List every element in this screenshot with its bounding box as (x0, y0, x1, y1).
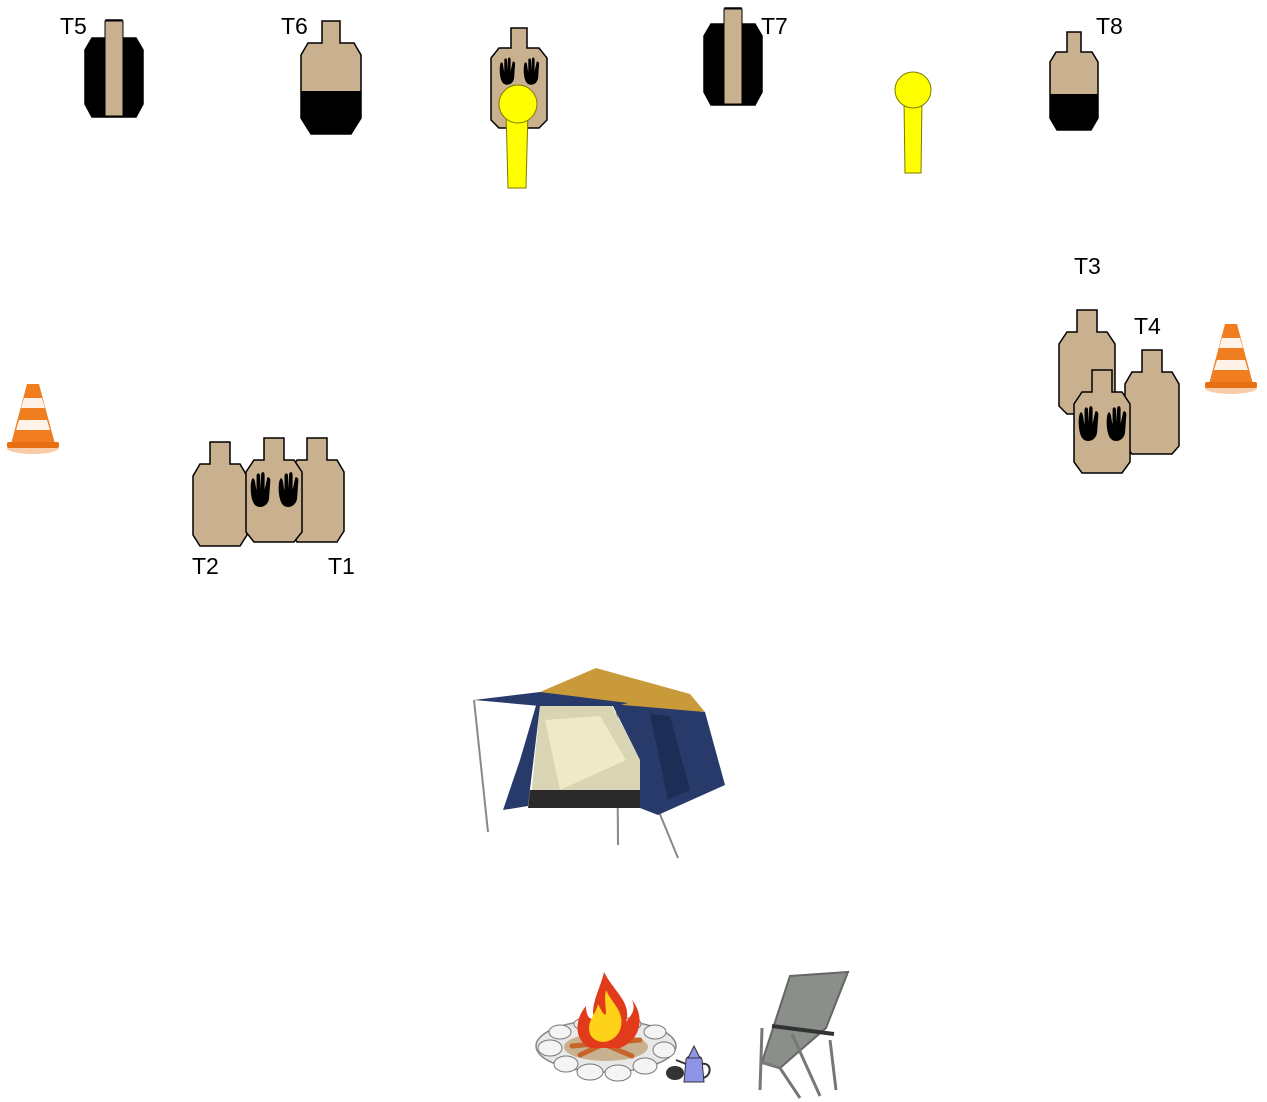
label-t5: T5 (60, 13, 87, 39)
target-t8 (1049, 31, 1099, 131)
target-t4 (1124, 349, 1180, 455)
label-t3: T3 (1074, 253, 1101, 279)
traffic-cone-right (1205, 324, 1257, 394)
target-t6 (300, 20, 362, 135)
steel-popper-2 (894, 71, 932, 174)
lawn-chair-image (758, 970, 850, 1099)
label-t4: T4 (1134, 313, 1161, 339)
no-shoot-target-right (1073, 369, 1131, 474)
target-t1 (289, 437, 345, 543)
coffee-pot-image (666, 1044, 711, 1083)
label-t6: T6 (281, 13, 308, 39)
campfire-image (535, 972, 677, 1082)
no-shoot-target-left (245, 437, 303, 543)
label-t8: T8 (1096, 13, 1123, 39)
tent-image (473, 668, 725, 859)
traffic-cone-left (7, 384, 59, 454)
label-t7: T7 (761, 13, 788, 39)
label-t1: T1 (328, 553, 355, 579)
target-t2 (192, 441, 248, 547)
steel-popper-1 (498, 84, 538, 189)
label-t2: T2 (192, 553, 219, 579)
target-t5 (84, 19, 144, 118)
target-t7 (703, 7, 763, 106)
